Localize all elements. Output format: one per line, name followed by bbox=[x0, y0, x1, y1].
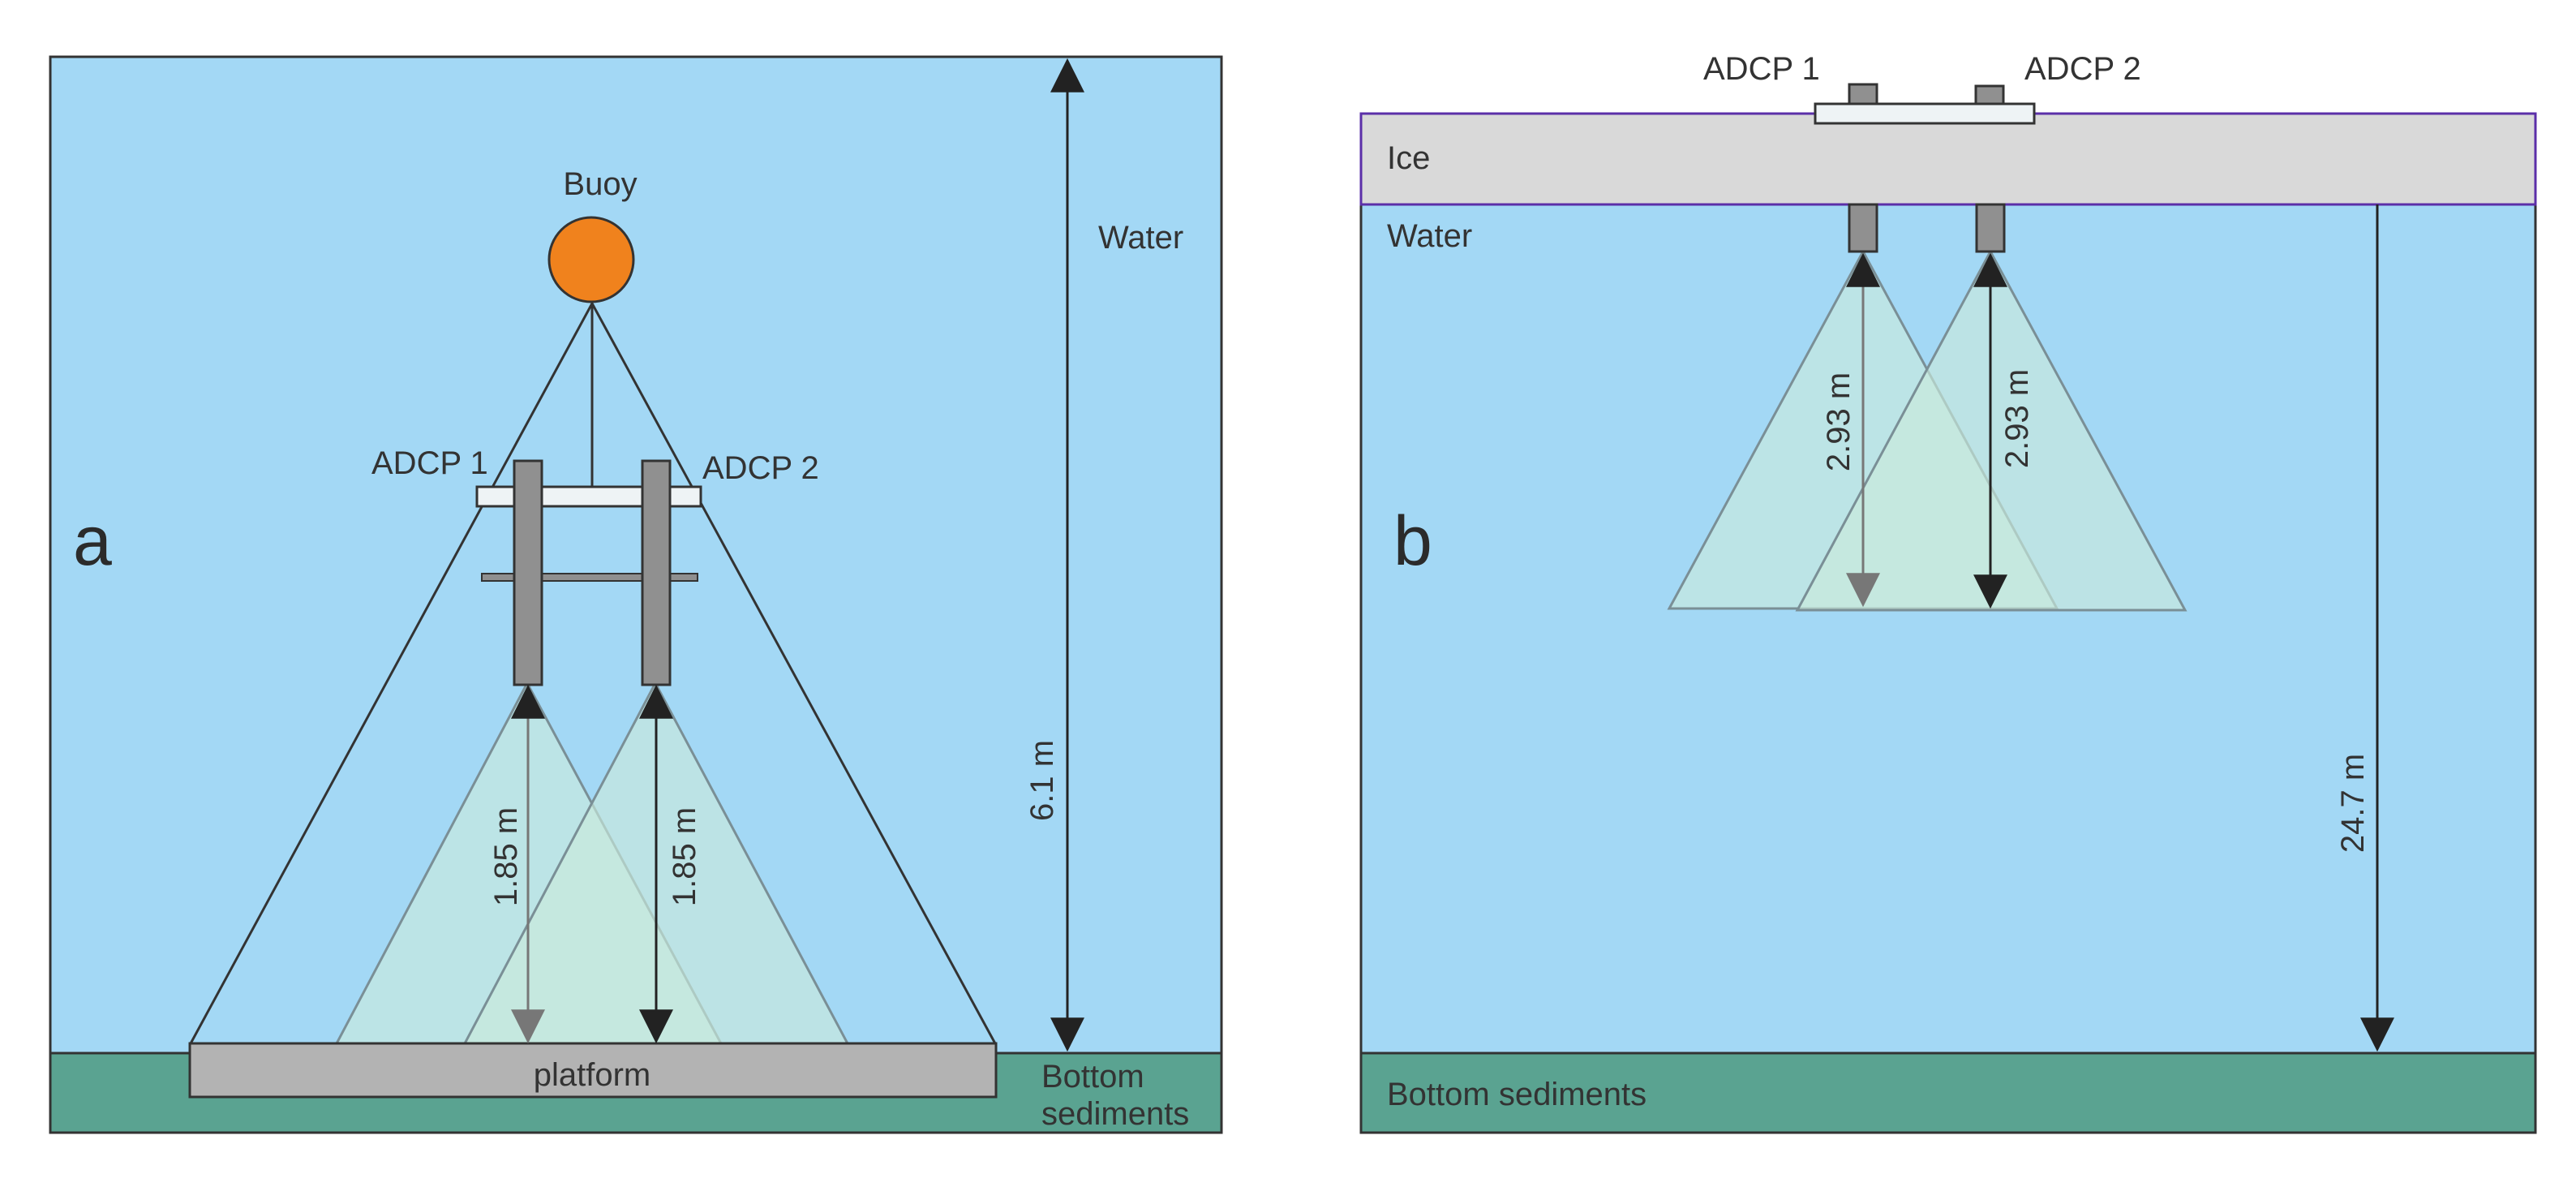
water-label-b: Water bbox=[1387, 218, 1472, 254]
platform bbox=[188, 1042, 998, 1099]
panel-a-frame bbox=[49, 55, 1223, 1134]
depth-label-b: 24.7 m bbox=[2335, 754, 2371, 853]
adcp1-instrument-a bbox=[513, 459, 543, 686]
panel-b: Ice Water ADCP 1 ADCP 2 2.93 m 2.93 m 24… bbox=[1359, 51, 2537, 1134]
panel-a: Buoy ADCP 1 ADCP 2 platform 1.85 m 1.85 … bbox=[49, 55, 1223, 1134]
adcp2-label-a: ADCP 2 bbox=[702, 450, 819, 486]
sediment-label-a-line1: Bottom bbox=[1041, 1059, 1144, 1095]
adcp1-top-cap-b bbox=[1848, 83, 1878, 105]
adcp-frame-bar-lower bbox=[481, 573, 698, 582]
panel-b-letter: b bbox=[1393, 502, 1432, 580]
adcp1-instrument-b bbox=[1848, 203, 1878, 253]
ice-mount-bar bbox=[1814, 102, 2036, 125]
adcp2-instrument-b bbox=[1975, 203, 2006, 253]
range2-label-a: 1.85 m bbox=[667, 807, 702, 906]
range2-label-b: 2.93 m bbox=[1999, 369, 2035, 468]
water-label-a: Water bbox=[1098, 220, 1183, 256]
ice-label: Ice bbox=[1387, 140, 1430, 176]
panel-a-letter: a bbox=[73, 502, 112, 580]
ice-layer bbox=[1359, 112, 2537, 206]
platform-label: platform bbox=[534, 1057, 651, 1093]
adcp1-label-b: ADCP 1 bbox=[1703, 51, 1820, 87]
mooring-line-right bbox=[590, 303, 998, 1046]
adcp2-label-b: ADCP 2 bbox=[2024, 51, 2141, 87]
mooring-line-left bbox=[188, 303, 594, 1046]
sediment-label-a-line2: sediments bbox=[1041, 1096, 1189, 1132]
range1-label-a: 1.85 m bbox=[488, 807, 524, 906]
adcp2-top-cap-b bbox=[1974, 84, 2005, 105]
buoy bbox=[547, 216, 635, 303]
depth-label-a: 6.1 m bbox=[1024, 740, 1060, 821]
buoy-label: Buoy bbox=[563, 166, 637, 202]
panel-b-sediment bbox=[1361, 1053, 2535, 1133]
adcp1-label-a: ADCP 1 bbox=[371, 445, 488, 481]
sediment-label-b: Bottom sediments bbox=[1387, 1077, 1646, 1112]
adcp2-instrument-a bbox=[641, 459, 672, 686]
range1-label-b: 2.93 m bbox=[1821, 372, 1857, 471]
